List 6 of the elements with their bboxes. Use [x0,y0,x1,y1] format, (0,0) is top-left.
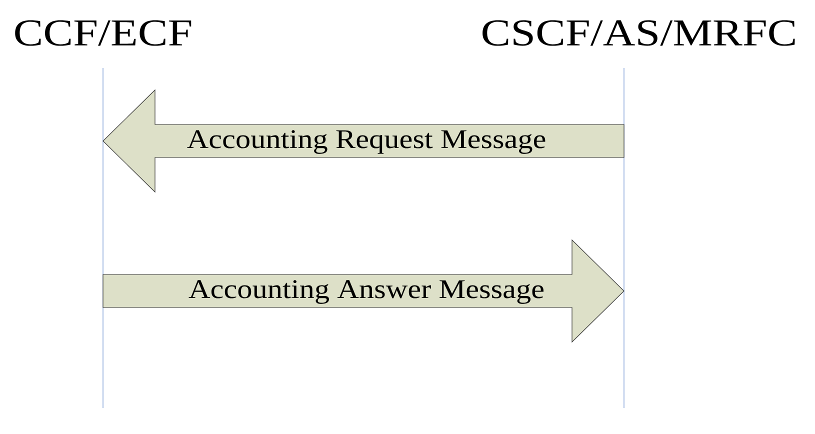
block-arrow [102,89,624,193]
block-arrow [102,239,624,343]
participant-label: CSCF/AS/MRFC [482,20,795,46]
arrow-label: Accounting Answer Message [188,280,544,304]
arrow-label: Accounting Request Message [187,130,546,154]
participant-label: CCF/ECF [15,20,192,46]
